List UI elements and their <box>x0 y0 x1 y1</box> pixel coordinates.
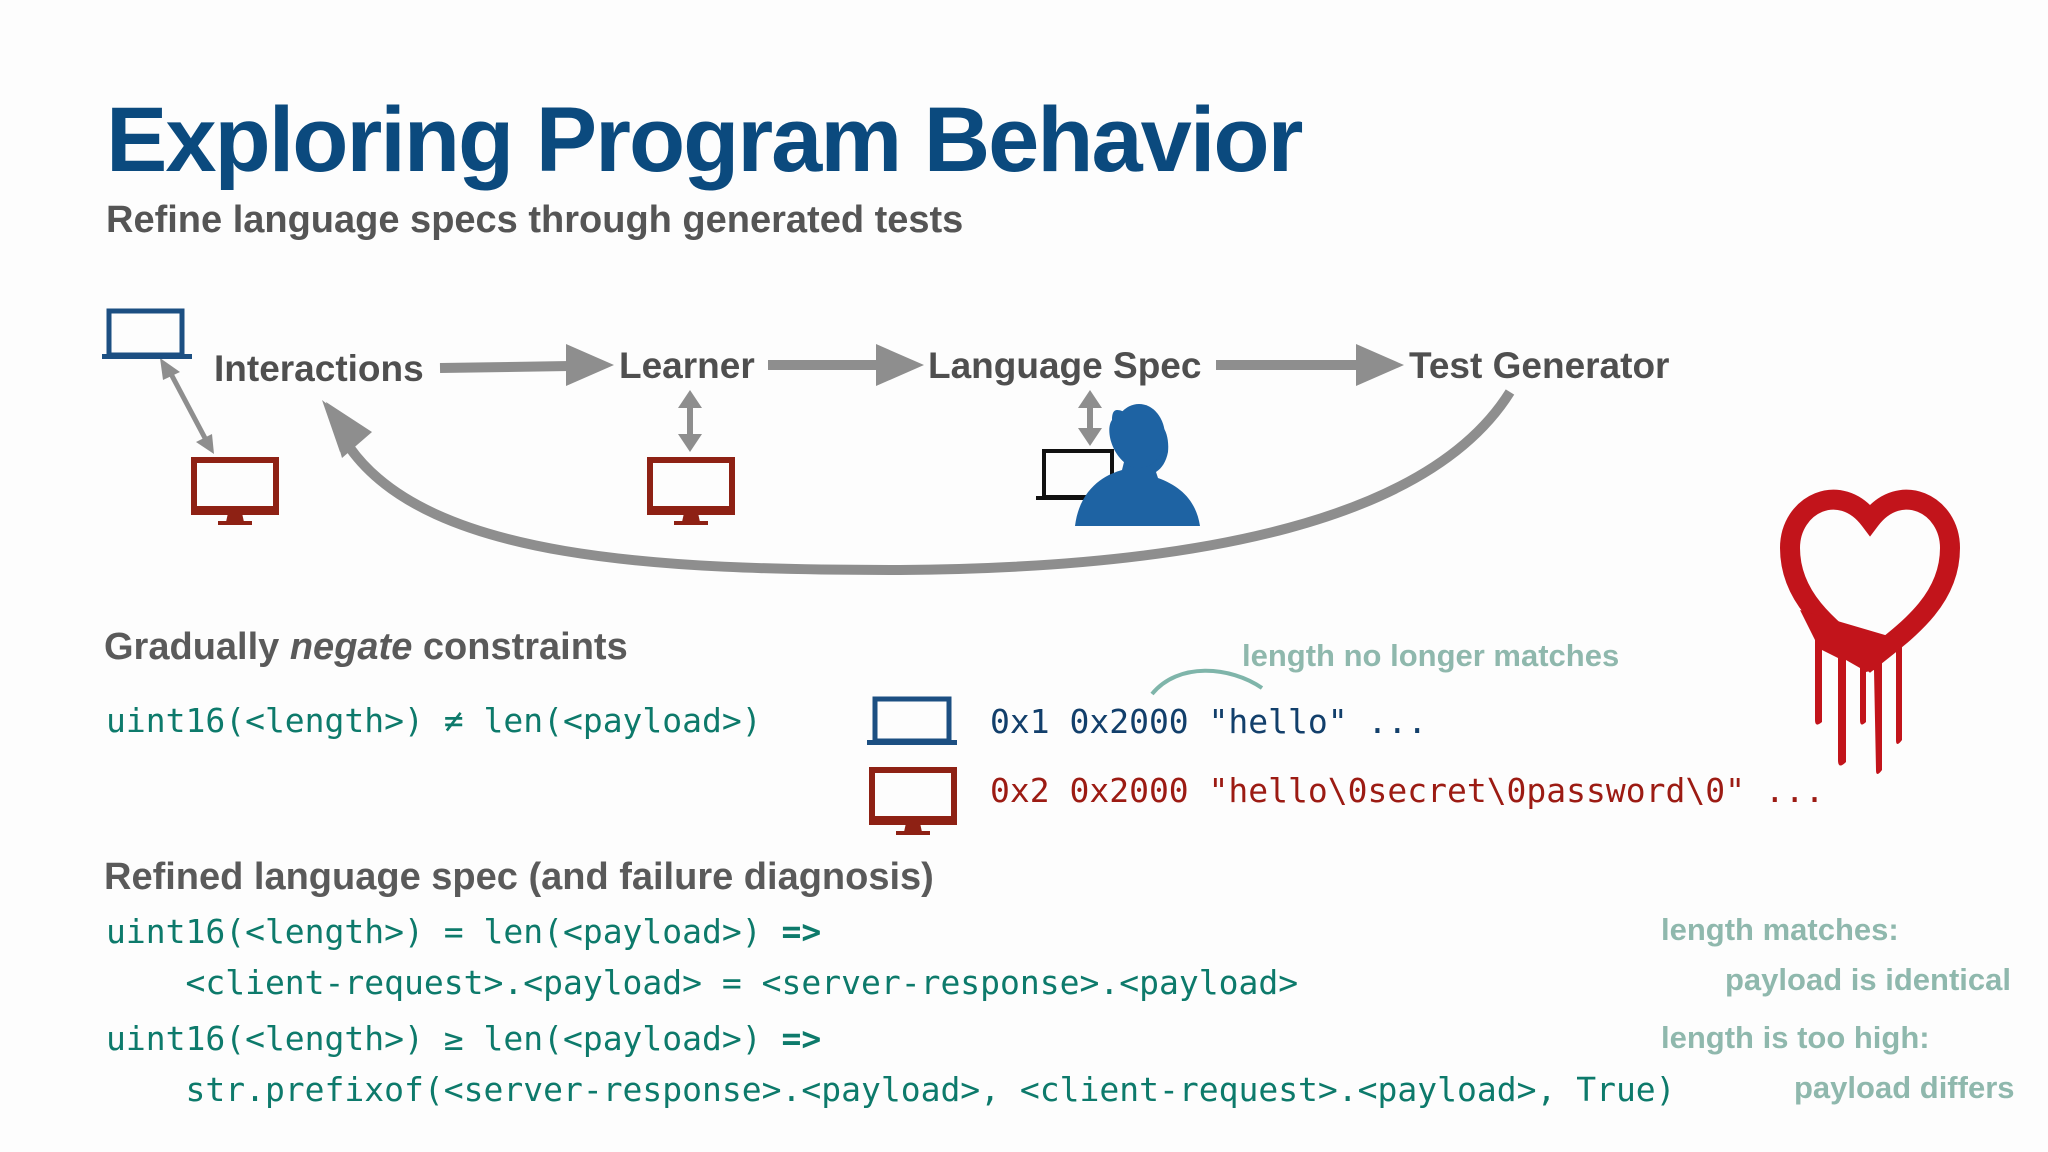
page-subtitle: Refine language specs through generated … <box>106 199 964 241</box>
section-heading-negate: Gradually negate constraints <box>104 626 628 669</box>
section-heading-refined: Refined language spec (and failure diagn… <box>104 856 934 898</box>
heading-emphasis: negate <box>289 626 413 668</box>
laptop-icon <box>102 308 192 359</box>
arrow-laptop-server <box>160 358 214 454</box>
desktop-icon <box>869 767 957 835</box>
arrow-learner-machine <box>678 390 702 452</box>
node-language-spec: Language Spec <box>928 345 1202 386</box>
arrow-learner-spec <box>768 344 924 386</box>
rule-text: uint16(<length>) = len(<payload>) <box>106 912 782 951</box>
heading-text: Gradually <box>104 626 290 668</box>
note-payload-differs: payload differs <box>1794 1070 2015 1105</box>
implies-arrow: => <box>781 1019 822 1058</box>
feedback-arrow <box>322 389 1515 576</box>
note-length-too-high: length is too high: <box>1661 1020 1930 1055</box>
rule1-premise: uint16(<length>) = len(<payload>) => <box>106 912 821 951</box>
node-interactions: Interactions <box>214 348 424 389</box>
rule-text: uint16(<length>) ≥ len(<payload>) <box>106 1019 782 1058</box>
implies-arrow: => <box>781 912 822 951</box>
note-length-matches: length matches: <box>1661 912 1899 947</box>
rule2-premise: uint16(<length>) ≥ len(<payload>) => <box>106 1019 821 1058</box>
note-payload-identical: payload is identical <box>1725 962 2011 997</box>
heading-text: constraints <box>412 626 628 668</box>
desktop-icon <box>191 457 279 525</box>
arrow-spec-user <box>1078 390 1102 446</box>
page-title: Exploring Program Behavior <box>106 89 1303 191</box>
note-length-mismatch: length no longer matches <box>1242 638 1620 673</box>
desktop-icon <box>647 457 735 525</box>
laptop-icon <box>867 696 957 745</box>
arrow-interactions-learner <box>439 344 614 386</box>
node-learner: Learner <box>619 345 755 386</box>
client-request-bytes: 0x1 0x2000 "hello" ... <box>990 702 1428 741</box>
negated-constraint: uint16(<length>) ≠ len(<payload>) <box>106 701 762 740</box>
heartbleed-icon <box>1779 489 1961 774</box>
arrow-spec-generator <box>1216 344 1404 386</box>
annotation-curve <box>1150 668 1264 696</box>
rule2-conclusion: str.prefixof(<server-response>.<payload>… <box>106 1070 1676 1109</box>
rule1-conclusion: <client-request>.<payload> = <server-res… <box>106 963 1299 1002</box>
user-icon <box>1075 404 1200 526</box>
node-test-generator: Test Generator <box>1409 345 1670 386</box>
server-response-bytes: 0x2 0x2000 "hello\0secret\0password\0" .… <box>990 771 1825 810</box>
